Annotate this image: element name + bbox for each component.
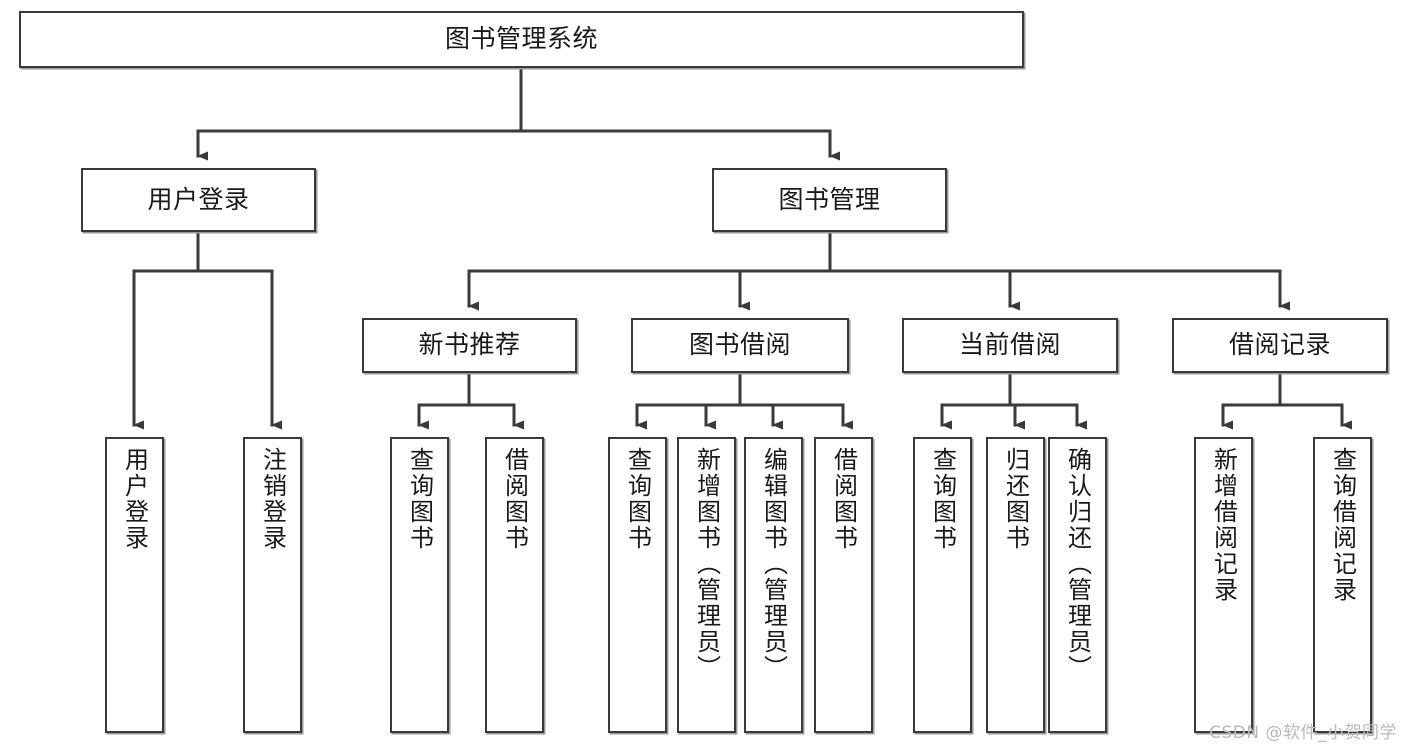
leaf-book-borrow-query-book[interactable]: 查询图书 [608,437,667,733]
leaf-borrow-record-add-record[interactable]: 新增借阅记录 [1194,437,1253,733]
leaf-borrow-record-query-record[interactable]: 查询借阅记录 [1313,437,1372,733]
node-new-book-recommend[interactable]: 新书推荐 [362,318,577,373]
node-label: 查询图书 [405,447,434,551]
node-label: 新增借阅记录 [1209,447,1238,603]
leaf-new-book-borrow-book[interactable]: 借阅图书 [485,437,544,733]
node-label: 归还图书 [1001,447,1030,551]
leaf-book-borrow-edit-book-admin[interactable]: 编辑图书（管理员） [744,437,803,733]
node-label: 借阅图书 [829,447,858,551]
node-borrow-record[interactable]: 借阅记录 [1172,318,1388,373]
node-current-borrow[interactable]: 当前借阅 [902,318,1118,373]
node-label: 确认归还（管理员） [1063,447,1092,681]
node-label: 注销登录 [258,447,287,551]
leaf-new-book-query-book[interactable]: 查询图书 [390,437,449,733]
node-user-login[interactable]: 用户登录 [81,168,316,232]
node-label: 图书管理系统 [444,24,598,54]
node-label: 当前借阅 [958,330,1061,360]
node-book-management[interactable]: 图书管理 [712,168,947,232]
node-label: 用户登录 [147,184,250,214]
node-root-book-management-system[interactable]: 图书管理系统 [19,11,1024,68]
node-label: 图书管理 [778,184,881,214]
node-label: 查询借阅记录 [1328,447,1357,603]
node-label: 借阅图书 [500,447,529,551]
node-label: 新增图书（管理员） [692,447,721,681]
node-label: 图书借阅 [688,330,791,360]
node-label: 新书推荐 [418,330,521,360]
leaf-book-borrow-borrow-book[interactable]: 借阅图书 [814,437,873,733]
csdn-watermark: CSDN @软件_小贺同学 [1209,723,1397,743]
leaf-user-login-logout[interactable]: 注销登录 [243,437,302,733]
node-book-borrow[interactable]: 图书借阅 [631,318,849,373]
node-label: 编辑图书（管理员） [759,447,788,681]
node-label: 查询图书 [623,447,652,551]
leaf-current-borrow-query-book[interactable]: 查询图书 [913,437,972,733]
node-label: 用户登录 [120,447,149,551]
node-label: 查询图书 [928,447,957,551]
leaf-current-borrow-confirm-return-admin[interactable]: 确认归还（管理员） [1048,437,1107,733]
leaf-user-login-login[interactable]: 用户登录 [105,437,164,733]
node-label: 借阅记录 [1228,330,1331,360]
leaf-current-borrow-return-book[interactable]: 归还图书 [986,437,1045,733]
leaf-book-borrow-add-book-admin[interactable]: 新增图书（管理员） [677,437,736,733]
